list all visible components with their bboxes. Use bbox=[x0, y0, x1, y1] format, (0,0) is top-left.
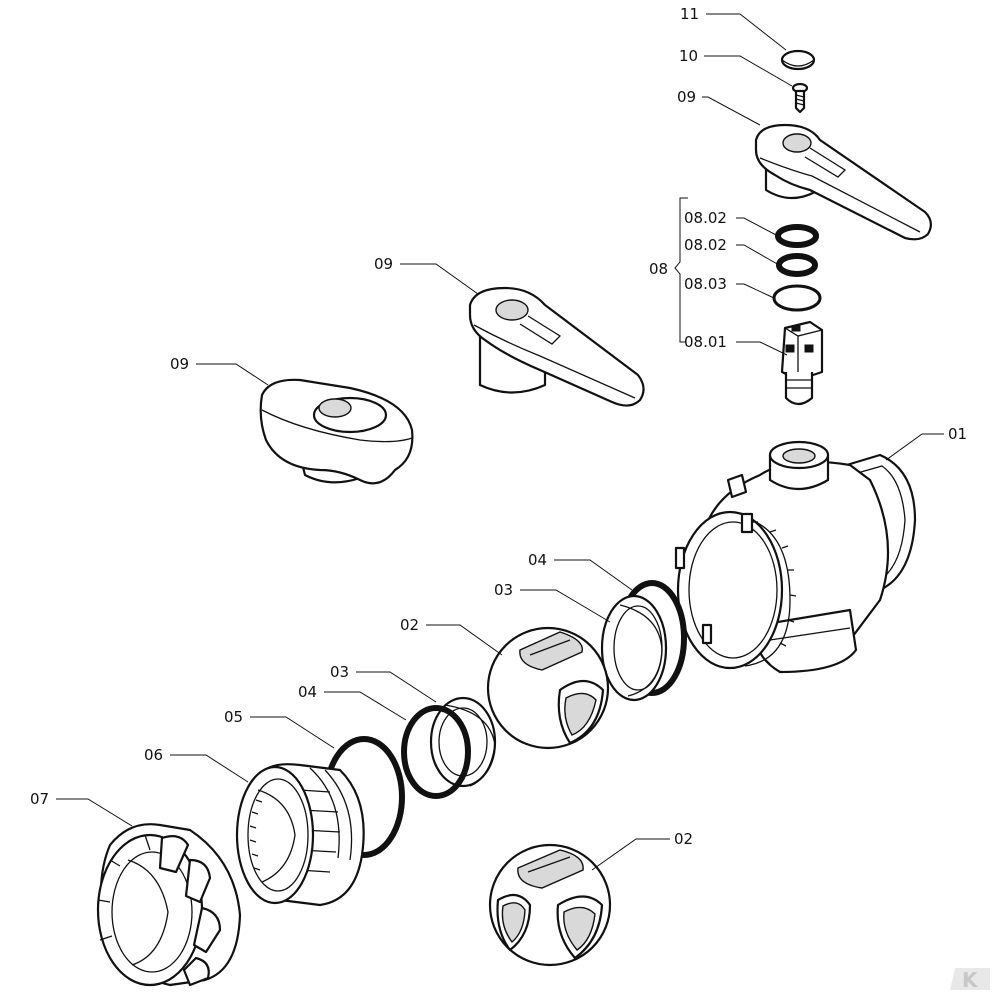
part-09-knob-left bbox=[259, 378, 414, 485]
callout-08: 08 bbox=[649, 260, 668, 278]
callout-08-03: 08.03 bbox=[684, 275, 727, 293]
callout-08-01: 08.01 bbox=[684, 333, 727, 351]
callout-02-lower: 02 bbox=[674, 830, 693, 848]
callout-04-left: 04 bbox=[298, 683, 317, 701]
callout-09-top: 09 bbox=[677, 88, 696, 106]
callout-03-left: 03 bbox=[330, 663, 349, 681]
part-09-lever-top bbox=[754, 123, 932, 241]
callout-labels: 11 10 09 08.02 08.02 08 08.03 08.01 09 0… bbox=[30, 5, 967, 848]
callout-09-left: 09 bbox=[170, 355, 189, 373]
callout-03-right: 03 bbox=[494, 581, 513, 599]
callout-10: 10 bbox=[679, 47, 698, 65]
callout-04-right: 04 bbox=[528, 551, 547, 569]
part-04-oring-left bbox=[401, 705, 471, 799]
part-07-union-nut bbox=[96, 823, 242, 987]
callout-01: 01 bbox=[948, 425, 967, 443]
callout-08-02-a: 08.02 bbox=[684, 209, 727, 227]
part-08-02-oring-b bbox=[776, 253, 818, 277]
callout-09-middle: 09 bbox=[374, 255, 393, 273]
part-08-03-oring bbox=[772, 284, 822, 312]
corner-logo: K bbox=[950, 968, 990, 992]
part-02-ball-lower bbox=[488, 843, 612, 967]
part-08-01-stem bbox=[780, 320, 824, 406]
logo-mark: K bbox=[962, 968, 979, 992]
callout-11: 11 bbox=[680, 5, 699, 23]
part-02-ball-upper bbox=[486, 626, 610, 750]
part-10-screw bbox=[791, 82, 809, 114]
callout-02-upper: 02 bbox=[400, 616, 419, 634]
part-08-stem-assembly bbox=[772, 224, 824, 406]
part-03-seat-right bbox=[600, 594, 668, 702]
leader-lines bbox=[56, 13, 944, 871]
part-01-valve-body bbox=[674, 440, 917, 674]
callout-06: 06 bbox=[144, 746, 163, 764]
part-06-union-end bbox=[235, 763, 365, 907]
callout-05: 05 bbox=[224, 708, 243, 726]
callout-07: 07 bbox=[30, 790, 49, 808]
part-08-02-oring-a bbox=[775, 224, 819, 248]
part-11-cap bbox=[780, 49, 816, 71]
callout-08-02-b: 08.02 bbox=[684, 236, 727, 254]
part-09-lever-middle bbox=[468, 286, 645, 407]
